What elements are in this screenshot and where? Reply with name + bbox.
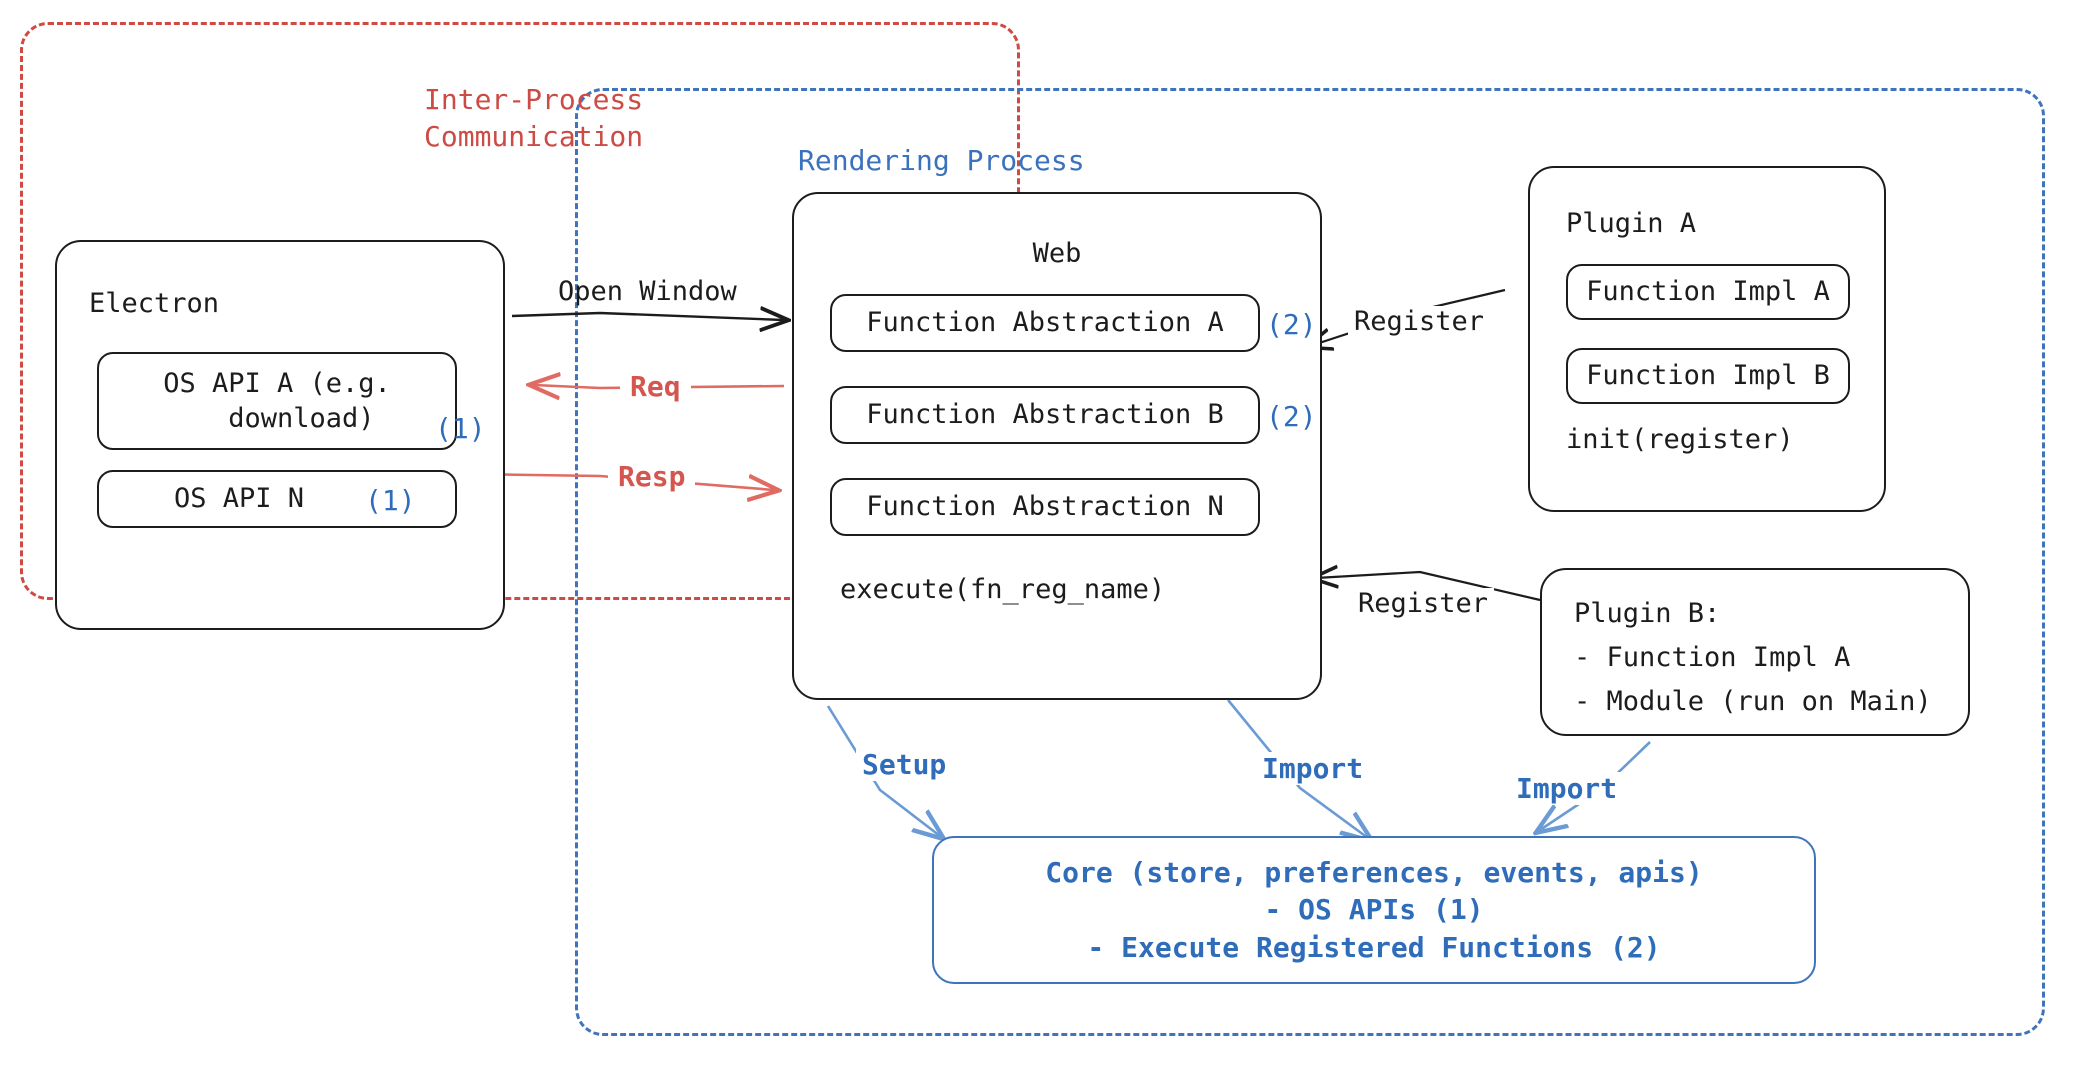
edge-label-import-web: Import — [1256, 752, 1370, 785]
plugin-b-item-1: - Module (run on Main) — [1574, 686, 1932, 717]
plugin-b-title: Plugin B: — [1574, 598, 1721, 629]
node-electron[interactable]: Electron OS API A (e.g. download) (1) OS… — [55, 240, 505, 630]
web-function-abstraction-b-label: Function Abstraction B — [866, 399, 1224, 431]
edge-label-resp: Resp — [608, 460, 696, 493]
electron-os-api-a[interactable]: OS API A (e.g. download) — [97, 352, 457, 450]
edge-label-setup: Setup — [856, 748, 953, 781]
core-line-1: - OS APIs (1) — [1264, 893, 1484, 927]
ipc-group-label: Inter-Process Communication — [424, 83, 644, 153]
plugin-a-function-impl-a-label: Function Impl A — [1586, 276, 1830, 308]
plugin-b-item-0: - Function Impl A — [1574, 642, 1851, 673]
electron-os-api-n-label: OS API N — [173, 483, 305, 515]
rendering-process-group-label: Rendering Process — [798, 144, 1085, 177]
plugin-a-function-impl-a[interactable]: Function Impl A — [1566, 264, 1850, 320]
web-function-abstraction-a-label: Function Abstraction A — [866, 307, 1224, 339]
web-function-abstraction-b-marker: (2) — [1266, 400, 1317, 433]
electron-os-api-n[interactable]: OS API N — [97, 470, 457, 528]
edge-label-register-plugin-a: Register — [1348, 306, 1491, 337]
edge-label-open-window: Open Window — [558, 276, 737, 307]
node-plugin-b[interactable]: Plugin B: - Function Impl A - Module (ru… — [1540, 568, 1970, 736]
plugin-a-function-impl-b-label: Function Impl B — [1586, 360, 1830, 392]
electron-os-api-a-marker: (1) — [435, 412, 486, 445]
node-web[interactable]: Web Function Abstraction A (2) Function … — [792, 192, 1322, 700]
electron-title: Electron — [89, 288, 220, 319]
edge-label-req: Req — [620, 370, 691, 403]
web-function-abstraction-n[interactable]: Function Abstraction N — [830, 478, 1260, 536]
web-title: Web — [1032, 238, 1082, 269]
plugin-a-function-impl-b[interactable]: Function Impl B — [1566, 348, 1850, 404]
edge-label-import-plugin-b: Import — [1510, 772, 1624, 805]
web-function-abstraction-b[interactable]: Function Abstraction B — [830, 386, 1260, 444]
core-line-0: Core (store, preferences, events, apis) — [1045, 856, 1703, 890]
node-plugin-a[interactable]: Plugin A Function Impl A Function Impl B… — [1528, 166, 1886, 512]
electron-os-api-n-marker: (1) — [365, 484, 416, 517]
plugin-a-title: Plugin A — [1566, 208, 1697, 239]
plugin-a-init-label: init(register) — [1566, 424, 1794, 455]
web-function-abstraction-n-label: Function Abstraction N — [866, 491, 1224, 523]
electron-os-api-a-label: OS API A (e.g. download) — [163, 367, 391, 434]
core-line-2: - Execute Registered Functions (2) — [1087, 930, 1661, 964]
web-function-abstraction-a-marker: (2) — [1266, 308, 1317, 341]
web-function-abstraction-a[interactable]: Function Abstraction A — [830, 294, 1260, 352]
web-execute-label: execute(fn_reg_name) — [840, 574, 1166, 605]
group-rendering-process — [575, 88, 2045, 1036]
node-core[interactable]: Core (store, preferences, events, apis) … — [932, 836, 1816, 984]
edge-label-register-plugin-b: Register — [1352, 588, 1495, 619]
